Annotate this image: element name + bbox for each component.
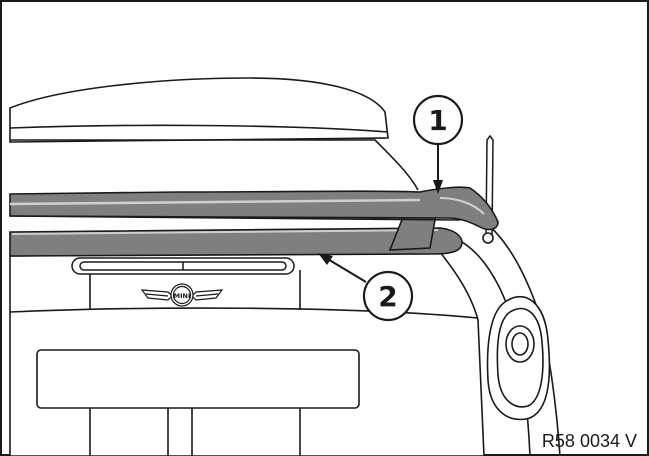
- callout-2: 2: [318, 253, 414, 322]
- lower-spoiler-lip: [9, 227, 463, 257]
- soft-top-roof: [9, 77, 419, 191]
- badge-text: MINI: [174, 292, 191, 300]
- callout-2-circle: [362, 270, 414, 322]
- tail-light: [486, 296, 551, 421]
- mini-badge: MINI: [140, 283, 224, 307]
- third-brake-light: [71, 257, 295, 275]
- callout-1: 1: [412, 94, 464, 194]
- callout-1-circle: [412, 94, 464, 146]
- callout-2-arrowhead: [318, 253, 333, 265]
- reference-code: R58 0034 V: [542, 431, 637, 451]
- callout-1-label: 1: [428, 104, 447, 137]
- lower-bumper: [89, 408, 301, 456]
- callout-1-arrowhead: [433, 180, 443, 194]
- callout-2-leader: [325, 257, 367, 283]
- license-plate-recess: [36, 349, 360, 409]
- spoiler: [9, 186, 499, 251]
- callout-2-label: 2: [378, 280, 397, 313]
